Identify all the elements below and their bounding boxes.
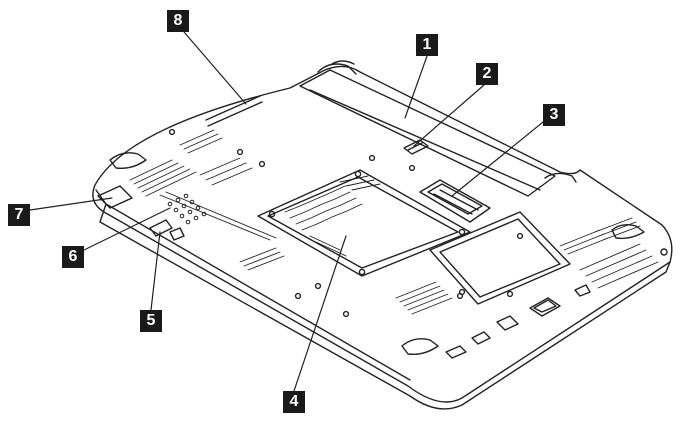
leader-lines xyxy=(29,31,549,392)
fan-vents-bottom xyxy=(239,247,453,315)
sim-slot xyxy=(149,219,185,241)
battery-latch xyxy=(403,139,429,155)
drain-holes xyxy=(167,193,207,225)
memory-slot-cover xyxy=(257,169,471,277)
callout-1: 1 xyxy=(416,34,438,56)
callout-6: 6 xyxy=(62,246,84,268)
callout-3: 3 xyxy=(543,104,565,126)
vent-left xyxy=(159,157,277,241)
callout-2: 2 xyxy=(476,63,498,85)
screws xyxy=(168,128,466,318)
callout-5: 5 xyxy=(140,310,162,332)
rear-ports xyxy=(445,248,668,359)
leader-line-7 xyxy=(29,197,113,211)
callout-4: 4 xyxy=(283,391,305,413)
hinge-edge xyxy=(205,95,263,127)
leader-line-3 xyxy=(451,117,549,197)
speaker-grille-right xyxy=(559,217,659,289)
leader-line-6 xyxy=(83,207,171,251)
leader-line-5 xyxy=(150,231,161,311)
callout-8: 8 xyxy=(167,10,189,32)
hard-disk-cover xyxy=(429,211,571,305)
leader-line-1 xyxy=(404,55,428,119)
leader-line-2 xyxy=(413,84,485,147)
battery xyxy=(299,60,577,197)
leader-line-4 xyxy=(293,235,347,392)
media-slot xyxy=(97,185,133,209)
callout-7: 7 xyxy=(8,204,30,226)
docking-connector xyxy=(419,179,491,223)
speaker-grille-left xyxy=(129,129,223,197)
leader-line-8 xyxy=(183,31,247,105)
rubber-feet xyxy=(109,152,645,356)
